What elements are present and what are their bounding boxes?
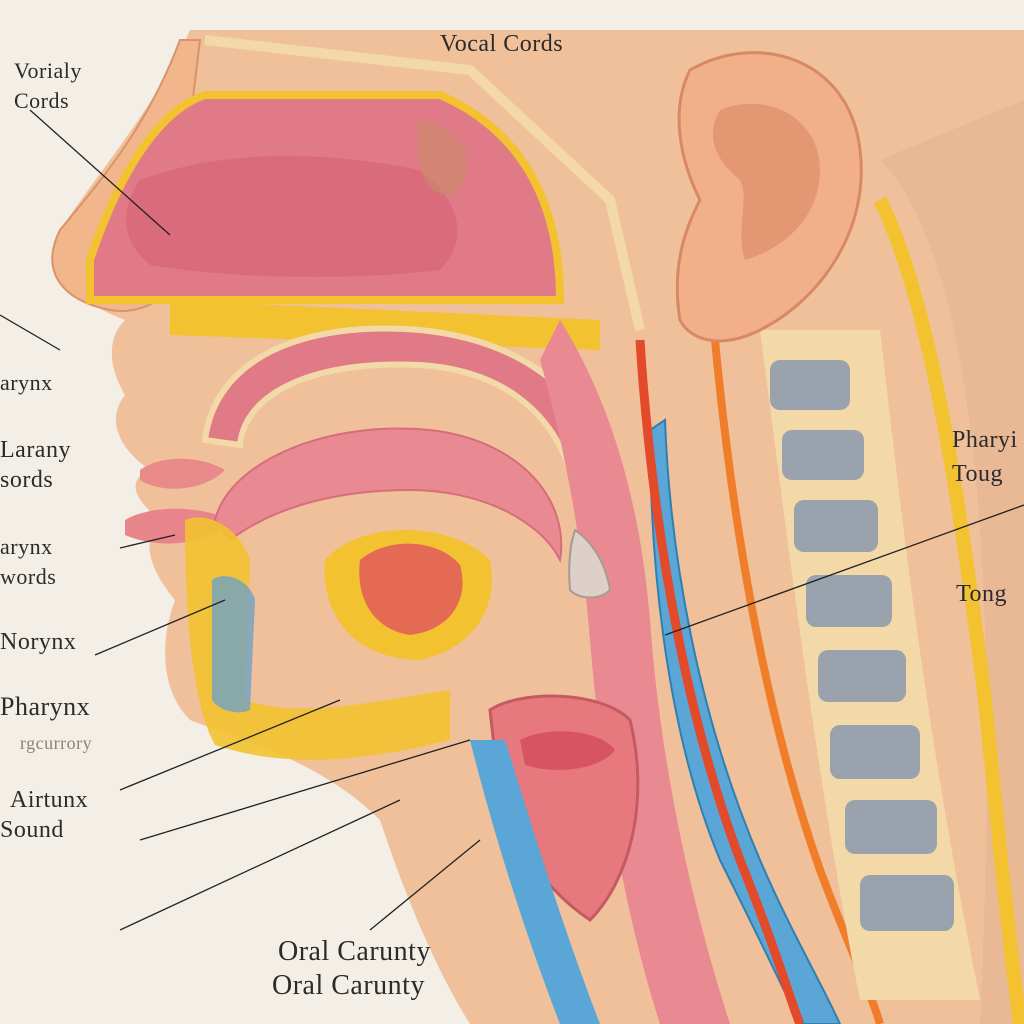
- label-left-4: Norynx: [0, 629, 77, 655]
- label-left-6a: Airtunx: [10, 787, 89, 813]
- label-left-3b: words: [0, 564, 57, 589]
- tongue: [213, 427, 563, 564]
- label-bottom-2: Oral Carunty: [272, 970, 425, 1001]
- sphenoid-sinus: [417, 120, 469, 196]
- label-top-left-1: Vorialy: [14, 58, 82, 83]
- label-left-5b: rgcurrory: [20, 733, 93, 753]
- gland-lobules: [359, 543, 463, 635]
- cervical-spine: [760, 330, 980, 1000]
- label-top-left-2: Cords: [14, 88, 70, 113]
- label-left-2a: Larany: [0, 437, 71, 463]
- label-right-1a: Pharyi: [952, 427, 1018, 453]
- label-right-1b: Toug: [952, 461, 1003, 487]
- label-bottom-1: Oral Carunty: [278, 936, 431, 967]
- carotid-artery: [635, 339, 805, 1024]
- nasal-mucosa-folds: [126, 156, 458, 277]
- label-left-6b: Sound: [0, 817, 64, 843]
- ear-inner: [712, 103, 820, 260]
- vocal-folds: [520, 731, 615, 770]
- label-right-2: Tong: [956, 581, 1007, 607]
- hard-palate: [170, 300, 600, 350]
- spinal-cord-sheath: [873, 196, 1024, 1024]
- trachea: [470, 740, 600, 1024]
- label-left-3a: arynx: [0, 534, 53, 559]
- label-left-5a: Pharynx: [0, 692, 91, 721]
- label-vocal-cords-top: Vocal Cords: [440, 31, 564, 57]
- leader-lines: [0, 109, 1024, 931]
- upper-lip: [140, 458, 225, 489]
- label-left-1: arynx: [0, 370, 53, 395]
- mandible-marrow: [212, 576, 255, 713]
- epiglottis: [568, 528, 612, 599]
- pharynx-wall: [540, 320, 730, 1024]
- label-left-2b: sords: [0, 467, 54, 493]
- esophagus: [648, 418, 842, 1024]
- skull-base: [204, 35, 645, 332]
